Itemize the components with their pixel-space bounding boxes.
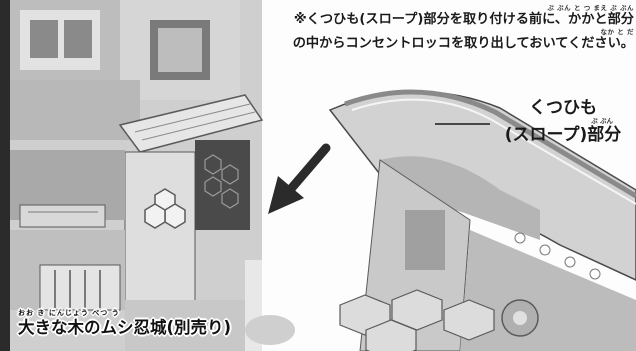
tree-castle-illustration <box>0 0 295 351</box>
instruction-note: ぶ ぶん と つ まえ ぶ ぶん ※くつひも(スロープ)部分を取り付ける前に、か… <box>262 4 634 52</box>
product-caption: おお き にんじょう べつ う 大きな木のムシ忍城(別売り) <box>18 309 231 338</box>
note-line2: の中からコンセントロッコを取り出しておいてください。 <box>292 36 634 51</box>
note-line2-ruby: なか と だ <box>600 28 634 36</box>
callout-line1: くつひも <box>529 98 597 118</box>
insert-direction-arrow <box>268 143 331 214</box>
caption-text: 大きな木のムシ忍城(別売り) <box>18 318 232 337</box>
callout-ruby: ぶ ぶん <box>591 117 613 125</box>
slope-part-label: くつひも ぶ ぶん (スロープ)部分 <box>493 98 633 145</box>
note-line1: ※くつひも(スロープ)部分を取り付ける前に、かかと部分 <box>293 12 634 27</box>
shoelace-slope-illustration <box>328 89 636 351</box>
callout-line2: (スロープ)部分 <box>504 125 622 145</box>
note-line1-ruby: ぶ ぶん と つ まえ ぶ ぶん <box>547 4 634 12</box>
caption-ruby: おお き にんじょう べつ う <box>18 309 120 317</box>
left-border-bar <box>0 0 10 351</box>
